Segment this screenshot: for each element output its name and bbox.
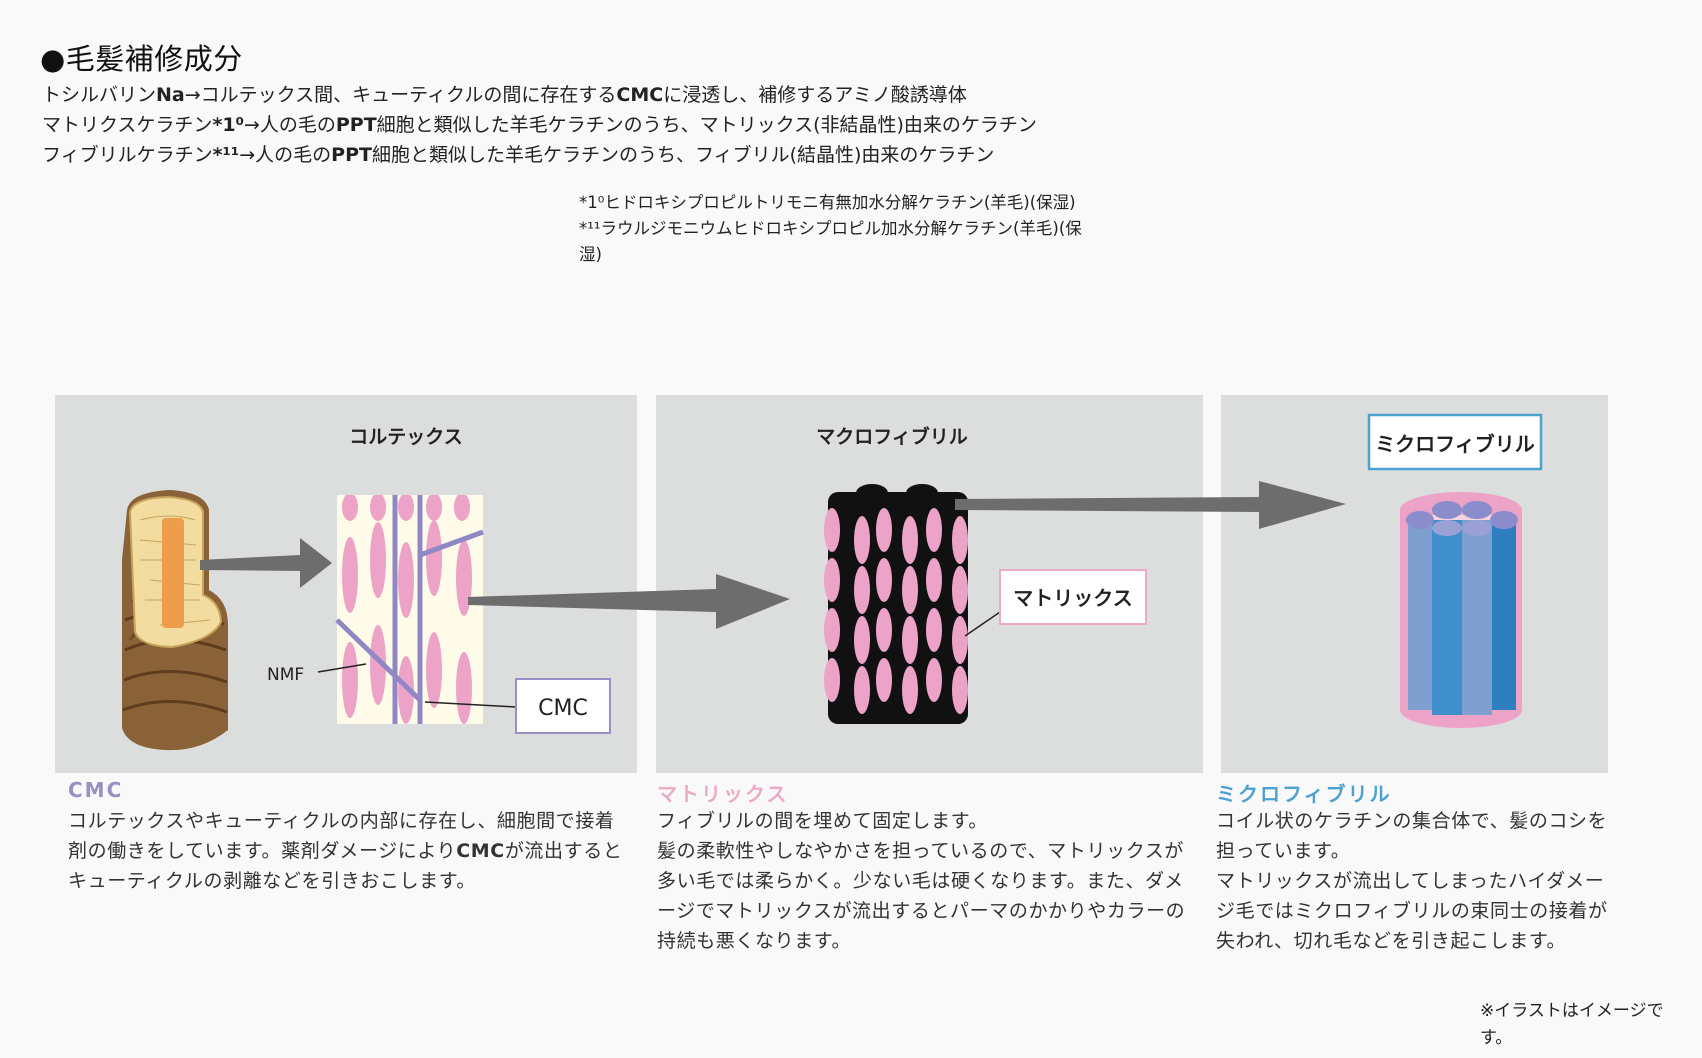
cmc-leader-line [424,701,517,708]
illustration-disclaimer: ※イラストはイメージです。 [1480,1001,1664,1048]
arrow-macrofibril-to-microfibril [955,481,1346,529]
microfibril-caption-paragraph: コイル状のケラチンの集合体で、髪のコシを担っています。 [1216,810,1608,862]
macrofibril-label: マクロフィブリル [816,425,968,448]
nmf-label: NMF [267,665,304,685]
matrix-caption-title: マトリックス [657,782,789,806]
page-heading: ●毛髪補修成分 [40,42,243,76]
microfibril-caption-title: ミクロフィブリル [1216,782,1392,806]
cmc-label-box [515,678,611,734]
microfibril-caption-paragraph: マトリックスが流出してしまったハイダメージ毛ではミクロフィブリルの束同士の接着が… [1216,870,1608,952]
arrow-strand-to-cortex [200,538,332,588]
matrix-leader-line [964,611,1001,637]
nmf-leader-line [317,663,367,673]
matrix-label-box [999,569,1147,625]
microfibril-illustration [1400,492,1522,728]
matrix-caption-paragraph: 髪の柔軟性やしなやかさを担っているので、マトリックスが多い毛では柔らかく。少ない… [657,840,1186,952]
cmc-box-label: CMC [538,696,588,721]
microfibril-label-box [1367,413,1543,471]
intro-text: トシルバリンNa→コルテックス間、キューティクルの間に存在するCMCに浸透し、補… [42,80,1037,170]
intro-line-tosylvaline: トシルバリンNa→コルテックス間、キューティクルの間に存在するCMCに浸透し、補… [42,84,967,106]
cmc-caption-title: CMC [68,778,124,802]
ingredient-notes: *1⁰ヒドロキシプロピルトリモニ有無加水分解ケラチン(羊毛)(保湿) *¹¹ラウ… [579,190,1089,268]
intro-line-matrix-keratin: マトリクスケラチン*1⁰→人の毛のPPT細胞と類似した羊毛ケラチンのうち、マトリ… [42,114,1037,136]
microfibril-box-label: ミクロフィブリル [1375,432,1535,456]
note-11: *¹¹ラウルジモニウムヒドロキシプロピル加水分解ケラチン(羊毛)(保湿) [579,219,1082,264]
intro-line-fibril-keratin: フィブリルケラチン*¹¹→人の毛のPPT細胞と類似した羊毛ケラチンのうち、フィブ… [42,144,995,166]
note-10: *1⁰ヒドロキシプロピルトリモニ有無加水分解ケラチン(羊毛)(保湿) [579,193,1076,212]
cortex-block-illustration [335,495,484,724]
matrix-box-label: マトリックス [1013,586,1132,610]
matrix-caption-paragraph: フィブリルの間を埋めて固定します。 [657,810,988,832]
cmc-caption-body: コルテックスやキューティクルの内部に存在し、細胞間で接着剤の働きをしています。薬… [68,810,623,892]
hair-strand-illustration [122,490,228,751]
microfibril-caption-body: コイル状のケラチンの集合体で、髪のコシを担っています。 マトリックスが流出してし… [1216,806,1621,956]
arrow-cortex-to-macrofibril [468,574,790,629]
cortex-label: コルテックス [349,426,462,448]
macrofibril-illustration [824,484,968,724]
matrix-caption-body: フィブリルの間を埋めて固定します。 髪の柔軟性やしなやかさを担っているので、マト… [657,806,1202,956]
